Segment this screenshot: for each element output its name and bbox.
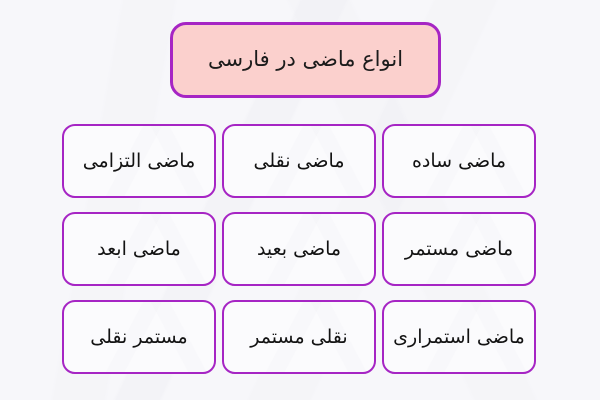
tense-node: ماضی بعید	[222, 212, 376, 286]
tense-node-label: ماضی بعید	[256, 237, 342, 260]
tense-node-label: ماضی استمراری	[393, 325, 525, 348]
tense-node-label: ماضی التزامی	[82, 149, 196, 172]
tense-node: ماضی التزامی	[62, 124, 216, 198]
tense-node-label: ماضی مستمر	[404, 237, 514, 260]
tense-node-label: نقلی مستمر	[250, 325, 348, 348]
tense-node: ماضی مستمر	[382, 212, 536, 286]
tense-node: ماضی نقلی	[222, 124, 376, 198]
tense-node-label: ماضی ساده	[411, 149, 507, 172]
diagram-title-label: انواع ماضی در فارسی	[207, 47, 404, 72]
tense-node: نقلی مستمر	[222, 300, 376, 374]
tense-node: ماضی ساده	[382, 124, 536, 198]
tense-node: مستمر نقلی	[62, 300, 216, 374]
tense-node-label: ماضی نقلی	[253, 149, 345, 172]
tense-node-label: مستمر نقلی	[90, 325, 188, 348]
tense-node: ماضی استمراری	[382, 300, 536, 374]
tense-node-grid: ماضی ساده ماضی نقلی ماضی التزامی ماضی مس…	[62, 124, 536, 374]
tense-node: ماضی ابعد	[62, 212, 216, 286]
tense-node-label: ماضی ابعد	[97, 237, 181, 260]
diagram-title-node: انواع ماضی در فارسی	[170, 22, 441, 98]
